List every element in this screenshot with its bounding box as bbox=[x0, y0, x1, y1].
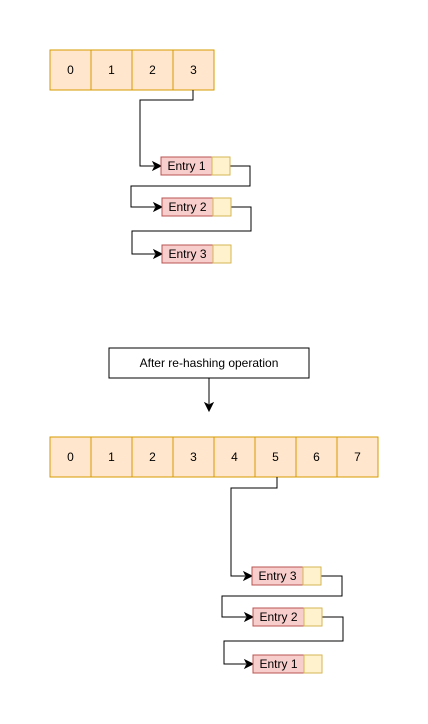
before-connectors bbox=[130, 90, 252, 260]
entry-pointer-box bbox=[302, 566, 322, 586]
bucket-index: 0 bbox=[67, 450, 74, 464]
entry-label: Entry 2 bbox=[168, 200, 206, 214]
bucket-to-entry-connector bbox=[230, 477, 278, 577]
after-bucket-1: 1 bbox=[90, 436, 133, 478]
bucket-cell bbox=[172, 49, 215, 91]
before-bucket-array: 0 1 2 3 bbox=[49, 49, 215, 91]
bucket-index: 3 bbox=[190, 450, 197, 464]
arrow-head bbox=[152, 201, 164, 213]
operation-label: After re-hashing operation bbox=[140, 356, 279, 370]
bucket-cell bbox=[49, 49, 92, 91]
after-entry-list: Entry 3 Entry 2 Entry 1 bbox=[251, 566, 323, 674]
before-entry-node-2: Entry 2 bbox=[161, 197, 232, 217]
after-bucket-6: 6 bbox=[295, 436, 338, 478]
entry-label: Entry 3 bbox=[258, 569, 296, 583]
after-entry-node-3: Entry 1 bbox=[252, 654, 323, 674]
bucket-to-entry-connector bbox=[139, 90, 194, 167]
bucket-index: 1 bbox=[108, 450, 115, 464]
entry-pointer-box bbox=[211, 156, 231, 176]
arrow-head bbox=[203, 401, 215, 413]
bucket-cell bbox=[254, 436, 297, 478]
after-bucket-5: 5 bbox=[254, 436, 297, 478]
after-bucket-2: 2 bbox=[131, 436, 174, 478]
after-connectors bbox=[221, 477, 344, 670]
bucket-cell bbox=[172, 436, 215, 478]
bucket-index: 2 bbox=[149, 450, 156, 464]
bucket-index: 6 bbox=[313, 450, 320, 464]
bucket-index: 0 bbox=[67, 63, 74, 77]
after-bucket-array: 0 1 2 3 4 5 6 7 bbox=[49, 436, 379, 478]
bucket-index: 2 bbox=[149, 63, 156, 77]
bucket-index: 7 bbox=[354, 450, 361, 464]
entry-pointer-box bbox=[212, 244, 232, 264]
entry-label: Entry 3 bbox=[168, 247, 206, 261]
before-entry-node-3: Entry 3 bbox=[161, 244, 232, 264]
bucket-index: 4 bbox=[231, 450, 238, 464]
before-bucket-2: 2 bbox=[131, 49, 174, 91]
entry-next-connector bbox=[223, 616, 344, 665]
entry-pointer-box bbox=[212, 197, 232, 217]
bucket-cell bbox=[213, 436, 256, 478]
arrow-head bbox=[151, 160, 163, 172]
bucket-cell bbox=[336, 436, 379, 478]
after-bucket-7: 7 bbox=[336, 436, 379, 478]
entry-next-connector bbox=[130, 165, 251, 208]
before-bucket-3: 3 bbox=[172, 49, 215, 91]
arrow-head bbox=[152, 248, 164, 260]
arrow-head bbox=[243, 611, 255, 623]
bucket-cell bbox=[131, 436, 174, 478]
operation-arrow bbox=[203, 378, 215, 413]
entry-label: Entry 1 bbox=[167, 159, 205, 173]
entry-pointer-box bbox=[303, 654, 323, 674]
after-bucket-4: 4 bbox=[213, 436, 256, 478]
after-entry-node-1: Entry 3 bbox=[251, 566, 322, 586]
arrow-head bbox=[242, 570, 254, 582]
operation-label-box: After re-hashing operation bbox=[108, 347, 310, 379]
after-bucket-3: 3 bbox=[172, 436, 215, 478]
bucket-index: 5 bbox=[272, 450, 279, 464]
entry-next-connector bbox=[221, 575, 343, 618]
operation-label-frame bbox=[108, 347, 310, 379]
entry-label: Entry 1 bbox=[259, 657, 297, 671]
after-bucket-0: 0 bbox=[49, 436, 92, 478]
before-entry-node-1: Entry 1 bbox=[160, 156, 231, 176]
bucket-cell bbox=[131, 49, 174, 91]
entry-pointer-box bbox=[303, 607, 323, 627]
before-bucket-1: 1 bbox=[90, 49, 133, 91]
bucket-index: 3 bbox=[190, 63, 197, 77]
entry-next-connector bbox=[131, 206, 252, 255]
before-bucket-0: 0 bbox=[49, 49, 92, 91]
bucket-cell bbox=[49, 436, 92, 478]
before-entry-list: Entry 1 Entry 2 Entry 3 bbox=[160, 156, 232, 264]
after-entry-node-2: Entry 2 bbox=[252, 607, 323, 627]
bucket-cell bbox=[90, 436, 133, 478]
arrow-head bbox=[243, 658, 255, 670]
bucket-cell bbox=[90, 49, 133, 91]
entry-label: Entry 2 bbox=[259, 610, 297, 624]
bucket-index: 1 bbox=[108, 63, 115, 77]
